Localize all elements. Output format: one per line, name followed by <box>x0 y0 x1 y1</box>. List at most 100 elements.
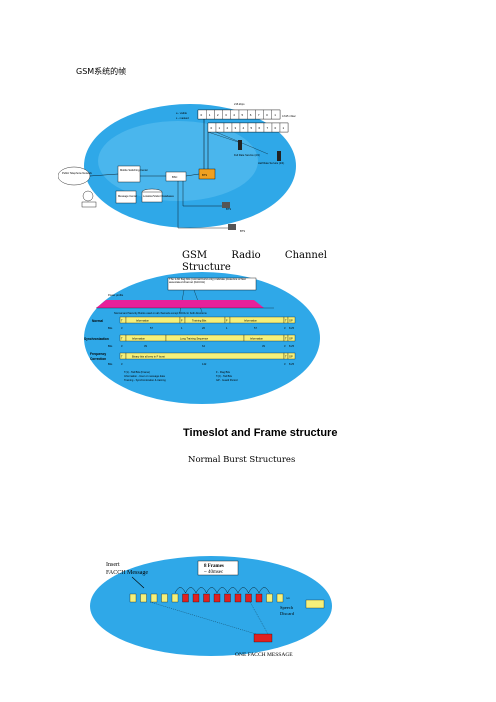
power-profile-label: Power profile <box>108 293 124 297</box>
sync-bits: 3 <box>121 344 123 348</box>
facch-figure: Insert FACCH Message 8 Frames ~ 40msec n… <box>90 556 332 658</box>
facch-frame <box>266 593 273 603</box>
timeslot-number: 4 <box>233 113 235 117</box>
timeslot-number: 0 <box>211 126 213 130</box>
fc-field: T <box>285 355 287 359</box>
document-title: GSM系统的帧 <box>76 67 127 76</box>
timeslot-cell <box>279 122 289 133</box>
heading-word: Radio <box>231 250 261 261</box>
fc-bits: 142 <box>202 362 207 366</box>
sync-bits: 39 <box>262 344 265 348</box>
heading-normal-burst: Normal Burst Structures <box>188 455 296 465</box>
facch-frame <box>255 593 263 603</box>
legend-item: Training - Synchronization & training <box>124 378 166 382</box>
message-center-label: Message Center <box>118 194 137 198</box>
heading-radio-channel-structure: GSM Radio Channel Structure <box>182 250 327 274</box>
database-icon <box>141 191 163 203</box>
sync-field: T <box>285 337 287 341</box>
timeslot-number: 5 <box>251 126 253 130</box>
timeslot-number: 6 <box>250 113 252 117</box>
flag-callout-text: The 1-bit flag bits (normal burst only) … <box>169 278 246 285</box>
bts-label: BTS <box>240 229 245 233</box>
bts-icon <box>222 202 230 208</box>
sync-bits: 8.25 <box>289 344 295 348</box>
timeslot-number: 3 <box>235 126 237 130</box>
normal-field: T <box>121 319 123 323</box>
facch-frame <box>171 593 179 603</box>
heading-word: GSM <box>182 250 208 261</box>
normal-field: Information <box>136 319 150 323</box>
bits-top-label: 216 kbps <box>234 102 245 106</box>
power-profile-shape <box>96 300 264 308</box>
heading-word: Structure <box>182 262 231 273</box>
fc-bits: 8.25 <box>289 362 295 366</box>
frames-duration: ~ 40msec <box>204 570 224 575</box>
visible-label: a - visible <box>176 111 188 115</box>
timeslot-number: 2 <box>217 113 219 117</box>
msc-label: Mobile Switching Center <box>120 168 148 172</box>
timeslot-number: 5 <box>242 113 244 117</box>
burst-legend: T(1) - Tail Bits (Frame) Information - U… <box>124 370 238 382</box>
pstn-cloud <box>58 166 91 186</box>
timeslot-number: 6 <box>259 126 261 130</box>
frame-arrow <box>227 587 239 594</box>
facch-frame <box>224 593 231 603</box>
database-label: Location/Visitor Databases <box>143 194 175 198</box>
pstn-label: Public Telephone Network <box>62 171 93 175</box>
normal-field: Information <box>244 319 258 323</box>
speech-label: Speech <box>280 605 294 610</box>
facch-frame <box>140 593 147 603</box>
telephone-icon <box>82 190 94 202</box>
sync-bits: 39 <box>144 344 147 348</box>
full-rate-label: Full Rate Service (2/4) <box>234 153 260 157</box>
frame-arrow <box>216 587 228 594</box>
fc-burst-row: T Binary bits all zero in F burst T GP <box>119 352 296 360</box>
timeslot-number: 7 <box>267 126 269 130</box>
frame-arrow <box>258 587 270 594</box>
one-facch-label: ONE FACCH MESSAGE <box>235 652 293 658</box>
correction-label: Correction <box>90 357 106 361</box>
fc-bits: 3 <box>284 362 286 366</box>
flag-callout <box>167 277 257 291</box>
message-center-box <box>115 190 137 204</box>
timeslot-number: 1 <box>274 113 276 117</box>
bits-label: Bits <box>108 344 113 348</box>
timeslot-number: 0 <box>201 113 203 117</box>
fc-field: GP <box>289 355 293 359</box>
normal-field: Training Bits <box>192 319 207 323</box>
bts-label: BTS <box>202 173 207 177</box>
facch-frame <box>182 593 189 603</box>
frame-arrow <box>248 587 260 594</box>
facch-frame <box>213 593 221 603</box>
facch-frame <box>276 593 284 603</box>
legend-item: T(2) - Tail Bits <box>216 374 233 378</box>
facch-frame <box>203 593 210 603</box>
normal-bits: 3 <box>284 326 286 330</box>
normal-bits: 8.25 <box>289 326 295 330</box>
half-rate-label: Half Rate Service (2/4) <box>258 161 284 165</box>
fc-field: Binary bits all zero in F burst <box>132 355 165 359</box>
n-label: n-1 <box>286 596 290 600</box>
frame-arrow <box>185 587 197 594</box>
normal-burst-row: T Information F Training Bits F Informat… <box>119 316 296 324</box>
burst-note: Normal and Security Bursts used on all c… <box>114 311 207 315</box>
frame-arrow <box>195 587 207 594</box>
normal-bits: 1 <box>226 326 228 330</box>
timeslot-cell <box>271 109 281 120</box>
insert-label: Insert <box>106 562 120 568</box>
normal-field: F <box>226 319 228 323</box>
normal-field: F <box>181 319 183 323</box>
sync-field: Information <box>132 337 146 341</box>
burst-structure-figure: The 1-bit flag bits (normal burst only) … <box>84 272 320 404</box>
timeslot-number: 0 <box>275 126 277 130</box>
timeslot-number: 0 <box>266 113 268 117</box>
frame-arrow <box>237 587 249 594</box>
legend-item: GP - Guard Period <box>216 378 238 382</box>
bsc-box <box>165 171 187 182</box>
timeslot-number: 1 <box>209 113 211 117</box>
timeslot-number: 1 <box>283 126 285 130</box>
frame-arrow <box>174 587 186 594</box>
